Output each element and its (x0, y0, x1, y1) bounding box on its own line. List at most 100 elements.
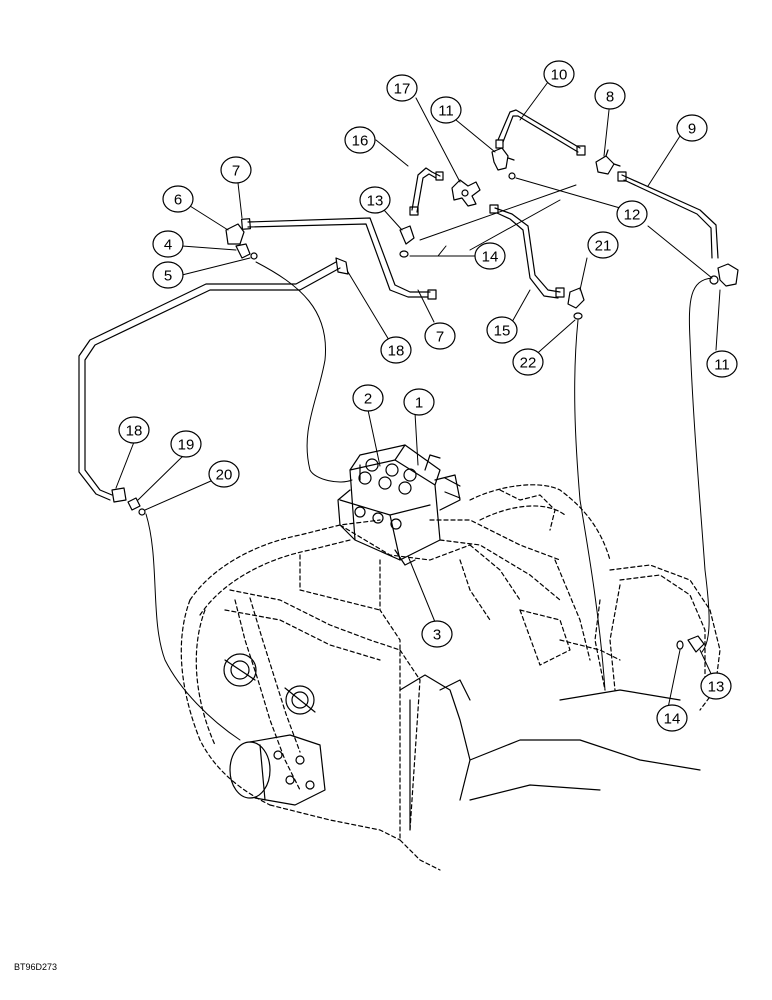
callout-bubble (380, 336, 412, 364)
callout-label: 14 (482, 249, 499, 266)
fitting-6 (225, 223, 245, 245)
callout-bubble (421, 620, 453, 648)
callout-label: 2 (364, 391, 372, 408)
callout-layer: 1234567789101111121313141415161718181920… (118, 60, 738, 732)
callout-c14b: 14 (656, 704, 688, 732)
callout-label: 16 (352, 133, 369, 150)
callout-c9: 9 (676, 114, 708, 142)
fitting-19 (127, 497, 146, 516)
figure-code: BT96D273 (14, 962, 58, 972)
fitting-8-tee (595, 149, 621, 175)
callout-bubble (543, 60, 575, 88)
callout-label: 21 (595, 238, 612, 255)
callout-bubble (700, 672, 732, 700)
callout-bubble (118, 416, 150, 444)
callout-bubble (474, 242, 506, 270)
callout-label: 7 (232, 163, 240, 180)
callout-bubble (486, 316, 518, 344)
callout-c2: 2 (352, 384, 384, 412)
tube-10 (495, 109, 586, 156)
callout-c12: 12 (616, 200, 648, 228)
callout-bubble (208, 460, 240, 488)
leader-lines (115, 81, 721, 709)
tube-15 (489, 204, 565, 299)
fitting-21 (567, 287, 585, 320)
callout-c4: 4 (152, 230, 184, 258)
callout-c8: 8 (594, 82, 626, 110)
callout-bubble (676, 114, 708, 142)
transmission-housing (180, 484, 721, 871)
callout-c11a: 11 (430, 96, 462, 124)
callout-label: 14 (664, 711, 681, 728)
fitting-17-tee (451, 179, 481, 207)
callout-bubble (152, 230, 184, 258)
callout-bubble (403, 388, 435, 416)
fitting-11-upper (491, 147, 516, 180)
control-valve (337, 444, 461, 566)
callout-bubble (656, 704, 688, 732)
tube-18 (78, 257, 349, 503)
callout-c10: 10 (543, 60, 575, 88)
callout-label: 13 (367, 193, 384, 210)
callout-c21: 21 (587, 231, 619, 259)
callout-bubble (352, 384, 384, 412)
callout-c22: 22 (512, 348, 544, 376)
callout-bubble (587, 231, 619, 259)
axle-housing-solid (223, 653, 701, 831)
hose-lines (145, 245, 713, 741)
tube-7 (240, 217, 437, 300)
callout-c13a: 13 (359, 186, 391, 214)
tube-16 (409, 167, 444, 216)
fitting-4 (235, 243, 258, 260)
callout-label: 6 (174, 192, 182, 209)
callout-label: 1 (415, 395, 423, 412)
fitting-13-lower (676, 635, 705, 653)
callout-bubble (706, 350, 738, 378)
callout-label: 5 (164, 268, 172, 285)
callout-label: 10 (551, 67, 568, 84)
callout-label: 17 (394, 81, 411, 98)
callout-c13b: 13 (700, 672, 732, 700)
callout-label: 3 (433, 627, 441, 644)
callout-c20: 20 (208, 460, 240, 488)
fitting-13-upper (399, 225, 415, 258)
callout-label: 11 (714, 357, 730, 374)
callout-label: 4 (164, 237, 172, 254)
callout-c19: 19 (170, 430, 202, 458)
callout-c14a: 14 (474, 242, 506, 270)
callout-label: 12 (624, 207, 641, 224)
tube-9 (617, 171, 719, 259)
callout-c18b: 18 (380, 336, 412, 364)
callout-c6: 6 (162, 185, 194, 213)
callout-bubble (430, 96, 462, 124)
callout-bubble (162, 185, 194, 213)
callout-label: 18 (388, 343, 405, 360)
callout-c5: 5 (152, 261, 184, 289)
callout-label: 15 (494, 323, 511, 340)
callout-label: 11 (438, 103, 454, 120)
callout-label: 7 (436, 329, 444, 346)
callout-label: 22 (520, 355, 537, 372)
callout-label: 18 (126, 423, 143, 440)
callout-c7a: 7 (220, 156, 252, 184)
callout-bubble (170, 430, 202, 458)
callout-c15: 15 (486, 316, 518, 344)
callout-bubble (424, 322, 456, 350)
callout-label: 13 (708, 679, 725, 696)
callout-bubble (512, 348, 544, 376)
callout-c3: 3 (421, 620, 453, 648)
callout-c7b: 7 (424, 322, 456, 350)
callout-label: 9 (688, 121, 696, 138)
callout-bubble (344, 126, 376, 154)
callout-c11b: 11 (706, 350, 738, 378)
hydraulic-pump (229, 734, 326, 806)
callout-bubble (386, 74, 418, 102)
callout-c16: 16 (344, 126, 376, 154)
callout-bubble (152, 261, 184, 289)
callout-label: 8 (606, 89, 614, 106)
callout-bubble (616, 200, 648, 228)
callout-c18a: 18 (118, 416, 150, 444)
callout-bubble (594, 82, 626, 110)
